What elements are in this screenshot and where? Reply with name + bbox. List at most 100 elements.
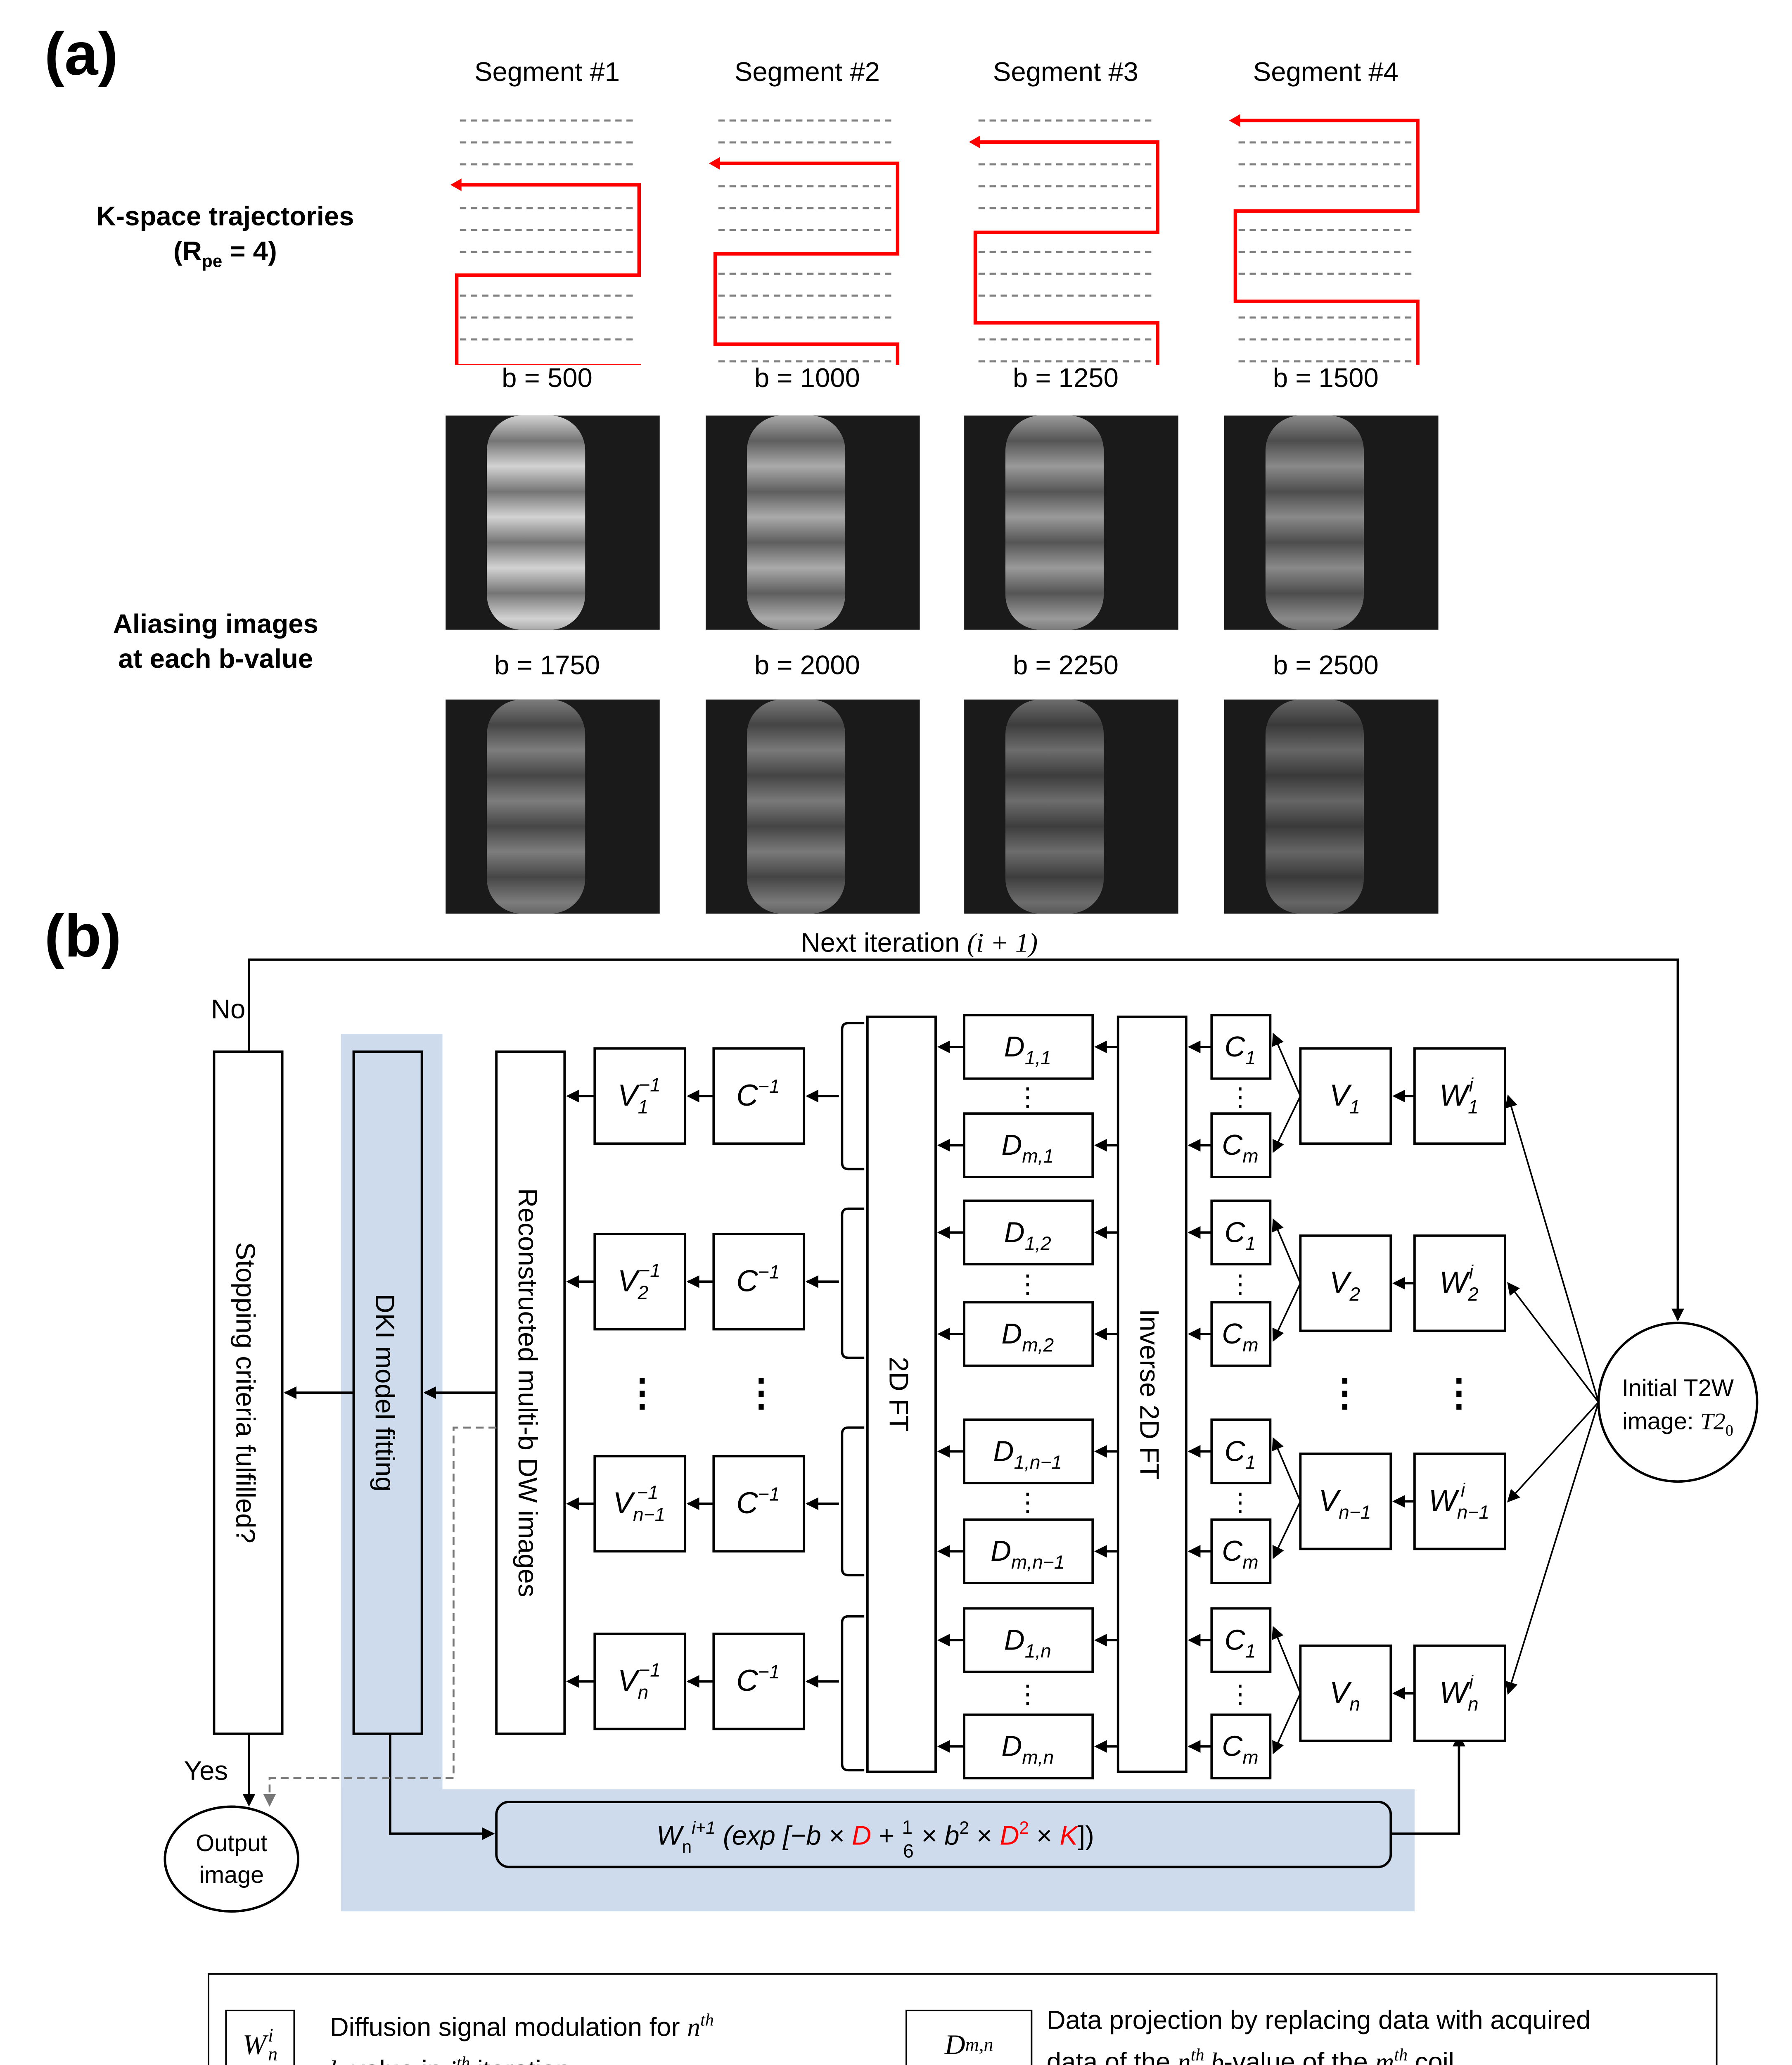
kspace-label-sub: pe bbox=[201, 253, 223, 272]
c-label-base: C bbox=[1222, 1730, 1243, 1762]
data-projection-box bbox=[963, 1301, 1094, 1367]
phase-box bbox=[1299, 1234, 1392, 1332]
legend-description: Data projection by replacing data with a… bbox=[1047, 2003, 1591, 2065]
d-label-sub: m,n bbox=[1022, 1747, 1054, 1768]
formula-body: (exp [−b × bbox=[716, 1821, 852, 1851]
w-label-sup: i bbox=[1461, 1479, 1466, 1501]
data-projection-box bbox=[963, 1014, 1094, 1080]
vinv-label-sup: −1 bbox=[637, 1481, 659, 1503]
next-iteration-loop bbox=[248, 958, 1684, 1322]
b-value-label: b = 1750 bbox=[494, 650, 600, 681]
c-label: Cm bbox=[1222, 1535, 1258, 1573]
d-label-base: D bbox=[1004, 1624, 1025, 1656]
vinv-label-sub: 2 bbox=[638, 1282, 649, 1303]
d-label: D1,1 bbox=[1004, 1030, 1051, 1068]
cinv-label-base: C bbox=[736, 1079, 759, 1112]
v-label: Vn bbox=[1330, 1676, 1360, 1715]
cinv-box bbox=[712, 1233, 806, 1331]
cinv-label-base: C bbox=[736, 1664, 759, 1697]
w-label-base: W bbox=[1439, 1676, 1470, 1709]
c-label-base: C bbox=[1225, 1435, 1246, 1467]
formula-w: W bbox=[657, 1821, 684, 1851]
recon-box bbox=[495, 1050, 566, 1735]
v-label-sub: 1 bbox=[1349, 1096, 1360, 1118]
ellipsis-icon: ⋮ bbox=[742, 1371, 780, 1414]
ellipsis-icon: ⋮ bbox=[1015, 1270, 1040, 1298]
coil-box bbox=[1210, 1607, 1272, 1673]
v-label-base: V bbox=[1330, 1676, 1352, 1709]
phase-box bbox=[1299, 1047, 1392, 1145]
initial-label-line2: image: T20 bbox=[1622, 1408, 1733, 1439]
initial-ellipse bbox=[1597, 1322, 1759, 1483]
trajectory-arrow-icon bbox=[969, 135, 980, 149]
ellipsis-icon: ⋮ bbox=[1015, 1488, 1040, 1517]
aliasing-image bbox=[446, 415, 660, 630]
c-label-sub: m bbox=[1242, 1145, 1258, 1167]
kspace-label-line1: K-space trajectories bbox=[96, 201, 354, 232]
ellipsis-icon: ⋮ bbox=[1326, 1371, 1364, 1414]
c-label-sub: 1 bbox=[1245, 1451, 1256, 1473]
v-label-base: V bbox=[1330, 1079, 1352, 1112]
vinv-label-base: V bbox=[618, 1664, 640, 1697]
panel-a-label: (a) bbox=[44, 22, 118, 89]
formula-k: K bbox=[1060, 1821, 1079, 1851]
v-label-base: V bbox=[1318, 1484, 1341, 1517]
no-label: No bbox=[211, 994, 245, 1024]
formula-w-sup: i+1 bbox=[692, 1818, 716, 1837]
b-value-label: b = 1250 bbox=[1012, 363, 1119, 394]
coil-box bbox=[1210, 1301, 1272, 1367]
v-label-sub: n bbox=[1349, 1693, 1360, 1715]
initial-prefix: image: bbox=[1622, 1408, 1700, 1434]
d-label-base: D bbox=[1004, 1030, 1025, 1063]
vinv-label: Vn−1 bbox=[618, 1659, 661, 1703]
vinv-label: V2−1 bbox=[618, 1260, 661, 1303]
math-sup: th bbox=[700, 2011, 714, 2031]
coil-box bbox=[1210, 1713, 1272, 1780]
d-label: Dm,1 bbox=[1001, 1129, 1054, 1167]
v-label-sub: n−1 bbox=[1339, 1501, 1371, 1523]
math-var: n bbox=[1178, 2047, 1191, 2065]
c-label: Cm bbox=[1222, 1129, 1258, 1167]
w-box bbox=[1413, 1234, 1506, 1332]
formula-w-sub: n bbox=[682, 1837, 692, 1856]
math-var: n bbox=[687, 2012, 700, 2042]
ellipsis-icon: ⋮ bbox=[1228, 1270, 1253, 1298]
vinv-label: V1−1 bbox=[618, 1074, 661, 1118]
segment-trajectory bbox=[450, 119, 641, 365]
ift-box bbox=[1116, 1016, 1188, 1773]
b-value-label: b = 2250 bbox=[1012, 650, 1119, 681]
segment-title-3: Segment #3 bbox=[993, 57, 1139, 88]
d-label: D1,2 bbox=[1004, 1216, 1051, 1254]
w-label: W1i bbox=[1439, 1074, 1479, 1118]
cinv-label-sup: −1 bbox=[758, 1483, 780, 1505]
initial-math: T2 bbox=[1700, 1408, 1726, 1434]
c-label-base: C bbox=[1222, 1129, 1243, 1161]
formula-plus: + bbox=[871, 1821, 902, 1851]
c-label: Cm bbox=[1222, 1730, 1258, 1768]
c-label-sub: m bbox=[1242, 1551, 1258, 1573]
formula-d: D bbox=[852, 1821, 871, 1851]
d-label-sub: 1,2 bbox=[1025, 1232, 1051, 1254]
aliasing-image bbox=[706, 415, 920, 630]
brain-band bbox=[487, 699, 585, 914]
initial-label-line1: Initial T2W bbox=[1622, 1375, 1734, 1401]
d-label: D1,n−1 bbox=[993, 1435, 1062, 1473]
math-var: i bbox=[449, 2054, 457, 2065]
d-label: D1,n bbox=[1004, 1624, 1051, 1661]
data-projection-box bbox=[963, 1418, 1094, 1484]
d-label-base: D bbox=[991, 1535, 1011, 1567]
b-value-label: b = 1500 bbox=[1273, 363, 1379, 394]
trajectory-arrow-icon bbox=[450, 178, 462, 191]
c-label-sub: 1 bbox=[1245, 1047, 1256, 1068]
vinv-label-base: V bbox=[618, 1079, 640, 1112]
ellipsis-icon: ⋮ bbox=[623, 1371, 661, 1414]
c-label-sub: 1 bbox=[1245, 1640, 1256, 1662]
c-label-base: C bbox=[1225, 1030, 1246, 1063]
bracket bbox=[841, 1426, 865, 1576]
